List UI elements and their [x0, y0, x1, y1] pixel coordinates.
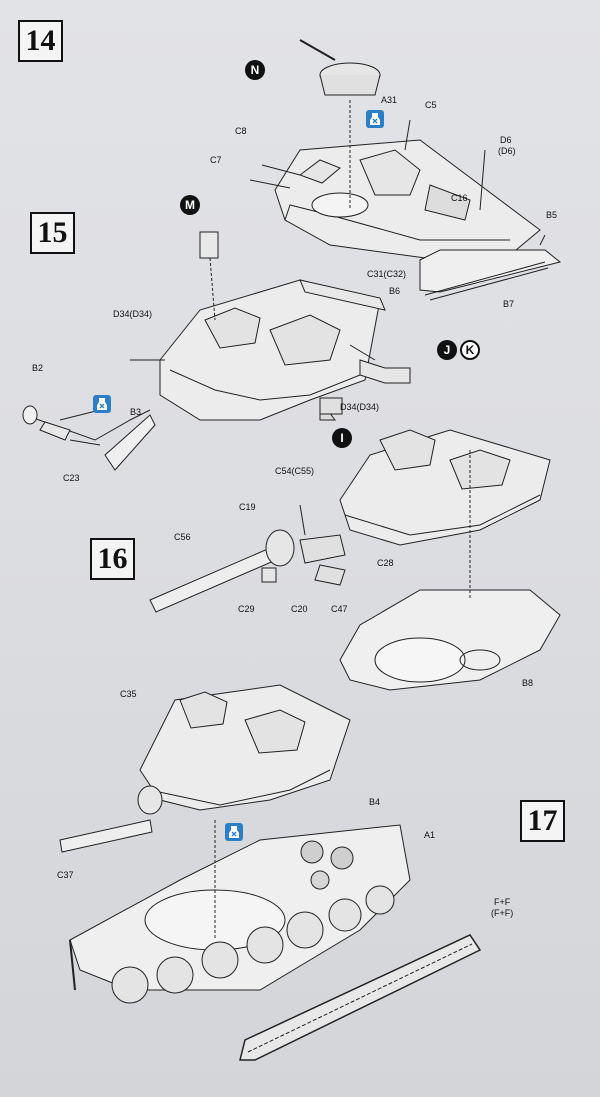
step-number-16: 16: [90, 538, 135, 580]
part-label: C20: [291, 604, 308, 614]
callout-j: J: [437, 340, 457, 360]
part-label: (D6): [498, 146, 516, 156]
part-label: B6: [389, 286, 401, 296]
part-label: C7: [210, 155, 222, 165]
glue-icon: [225, 823, 243, 841]
step-number-15: 15: [30, 212, 75, 254]
part-label: C37: [57, 870, 74, 880]
part-label: B4: [369, 797, 381, 807]
hull-step17-drawing: [59, 684, 482, 1061]
part-label: (F+F): [491, 908, 514, 918]
step-number-17: 17: [520, 800, 565, 842]
part-label: B3: [130, 407, 142, 417]
part-label: C47: [331, 604, 348, 614]
part-label: B8: [522, 678, 534, 688]
part-label: C23: [63, 473, 80, 483]
turret-step14-drawing: [249, 39, 562, 301]
glue-icon: [366, 110, 384, 128]
part-label: C19: [239, 502, 256, 512]
part-label: C54(C55): [275, 466, 315, 476]
part-label: D6: [500, 135, 512, 145]
callout-n: N: [245, 60, 265, 80]
glue-icon: [93, 395, 111, 413]
part-label: C16: [451, 193, 468, 203]
callout-k: K: [460, 340, 480, 360]
part-label: C29: [238, 604, 255, 614]
part-label: A1: [424, 830, 436, 840]
turret-step16-drawing: [149, 429, 561, 691]
part-label: B5: [546, 210, 558, 220]
part-label: C31(C32): [367, 269, 407, 279]
part-label: C5: [425, 100, 437, 110]
part-label: F+F: [494, 897, 511, 907]
part-label: C56: [174, 532, 191, 542]
part-label: C8: [235, 126, 247, 136]
turret-step15-drawing: [22, 231, 411, 471]
part-label: C35: [120, 689, 137, 699]
callout-i: I: [332, 428, 352, 448]
part-label: B7: [503, 299, 515, 309]
part-label: B2: [32, 363, 44, 373]
part-label: A31: [381, 95, 398, 105]
part-label: C28: [377, 558, 394, 568]
step-number-14: 14: [18, 20, 63, 62]
part-label: D34(D34): [340, 402, 380, 412]
callout-m: M: [180, 195, 200, 215]
part-label: D34(D34): [113, 309, 153, 319]
